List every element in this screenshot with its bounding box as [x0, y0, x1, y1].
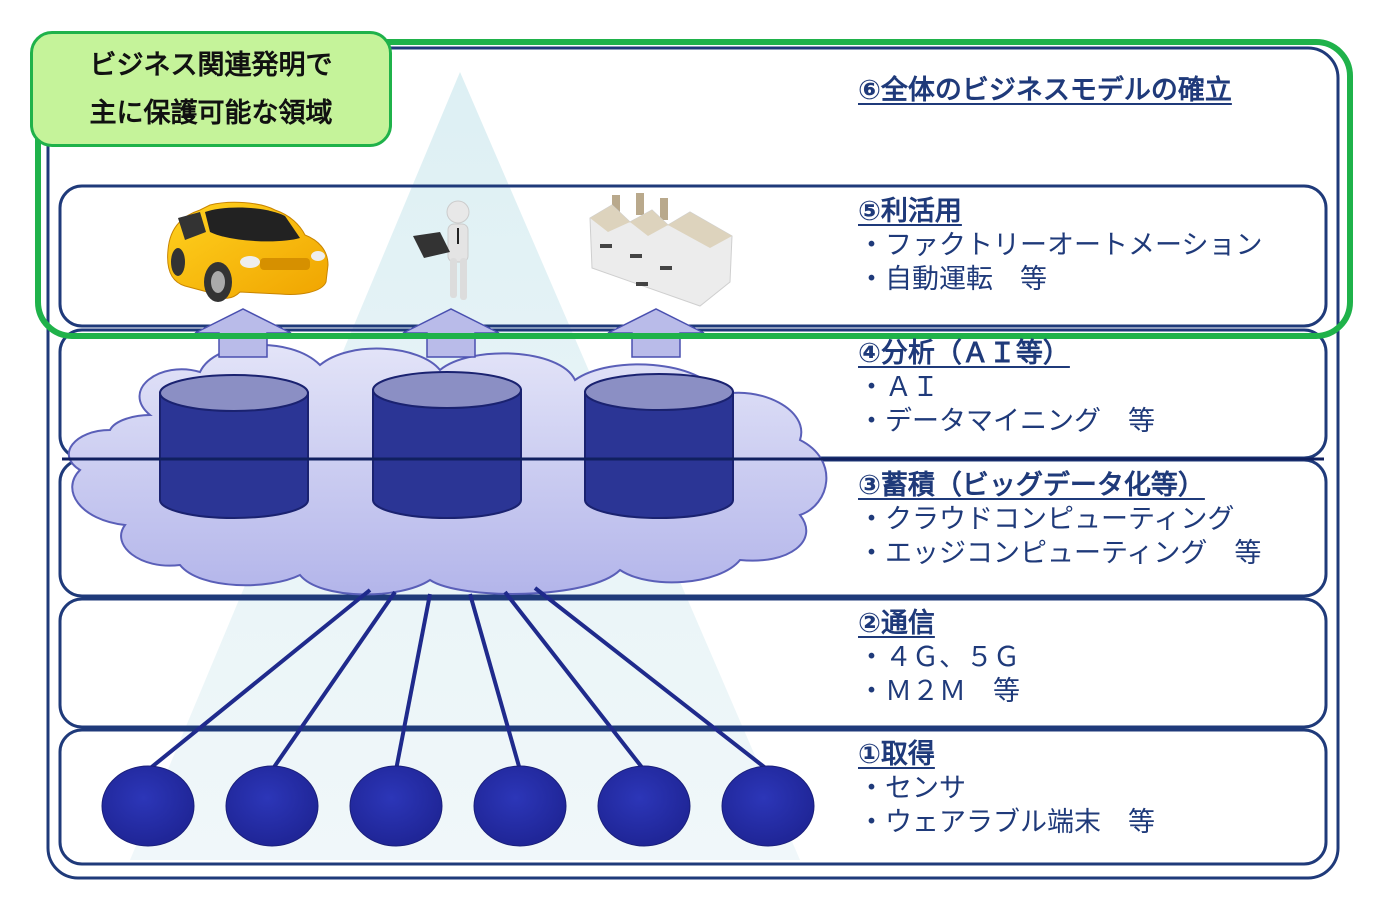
connection-line: [270, 590, 397, 772]
protectable-area-callout: ビジネス関連発明で 主に保護可能な領域: [30, 31, 392, 147]
layer-2-item: ・４Ｇ、５Ｇ: [858, 642, 1020, 673]
layer-5-label: ⑤利活用 ・ファクトリーオートメーション ・自動運転 等: [858, 195, 1262, 297]
person-with-laptop-icon: [413, 200, 470, 300]
sensor-node: [101, 765, 195, 847]
database-icon: [159, 374, 309, 519]
layer-box-1: [58, 728, 1328, 866]
layer-4-item: ・ＡＩ: [858, 372, 939, 403]
database-icon: [584, 373, 734, 519]
layer-3-item: ・エッジコンピューティング 等: [858, 538, 1262, 569]
layer-5-item: ・自動運転 等: [858, 264, 1047, 295]
layer-1-item: ・ウェアラブル端末 等: [858, 807, 1155, 838]
layer-4-label: ④分析（ＡＩ等） ・ＡＩ ・データマイニング 等: [858, 337, 1155, 439]
connection-line: [146, 588, 372, 772]
sensor-node: [225, 765, 319, 847]
layer-1-title: ①取得: [858, 739, 935, 770]
factory-icon: [589, 193, 733, 307]
layer-2-title: ②通信: [858, 608, 935, 639]
layer-5-title: ⑤利活用: [858, 196, 962, 227]
layer-6-title: ⑥全体のビジネスモデルの確立: [858, 75, 1232, 106]
layer-2-item: ・Ｍ２Ｍ 等: [858, 676, 1020, 707]
layer-2-label: ②通信 ・４Ｇ、５Ｇ ・Ｍ２Ｍ 等: [858, 607, 1020, 709]
protectable-region-outline: [35, 39, 1353, 339]
sensor-nodes: [101, 765, 815, 847]
layer-3-title: ③蓄積（ビッグデータ化等）: [858, 470, 1205, 501]
database-icon: [372, 371, 522, 519]
connection-line: [468, 593, 522, 771]
sensor-node: [349, 765, 443, 847]
layer-1-label: ①取得 ・センサ ・ウェアラブル端末 等: [858, 738, 1155, 840]
connection-line: [503, 590, 646, 772]
layer-box-5: [58, 184, 1328, 328]
connection-line: [394, 593, 432, 771]
outer-frame: [46, 46, 1340, 880]
layer-6-label: ⑥全体のビジネスモデルの確立: [858, 74, 1232, 108]
connection-lines: [146, 586, 770, 772]
layer-4-title: ④分析（ＡＩ等）: [858, 338, 1070, 369]
callout-line-2: 主に保護可能な領域: [89, 98, 333, 129]
sensor-node: [721, 765, 815, 847]
layer-4-item: ・データマイニング 等: [858, 406, 1155, 437]
car-icon: [167, 201, 329, 302]
layer-3-item: ・クラウドコンピューティング: [858, 504, 1235, 535]
sensor-node: [597, 765, 691, 847]
layer-1-item: ・センサ: [858, 773, 966, 804]
connection-line: [533, 586, 770, 772]
callout-line-1: ビジネス関連発明で: [89, 50, 333, 81]
layer-box-2: [58, 597, 1328, 729]
sensor-node: [473, 765, 567, 847]
layer-5-item: ・ファクトリーオートメーション: [858, 230, 1263, 261]
layer-3-label: ③蓄積（ビッグデータ化等） ・クラウドコンピューティング ・エッジコンピューティ…: [858, 469, 1261, 571]
